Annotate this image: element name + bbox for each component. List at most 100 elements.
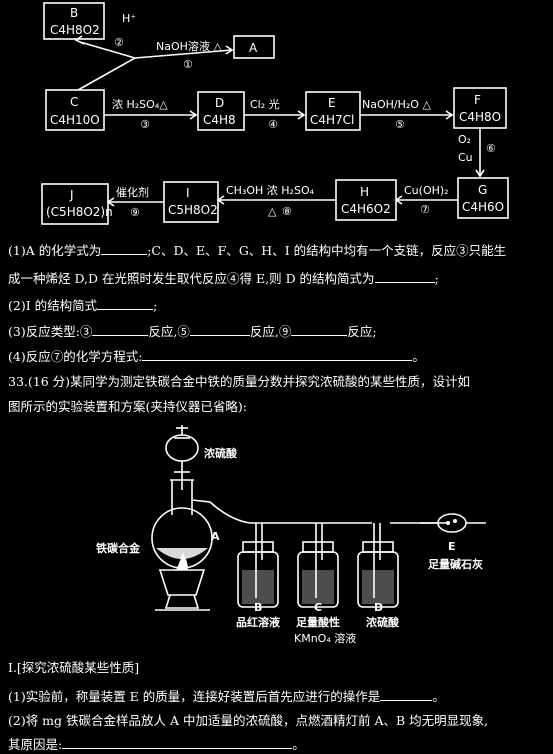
label-C: C — [70, 95, 78, 109]
flask-A-label: A — [211, 530, 220, 543]
part1-q2-line1: (2)将 mg 铁碳合金样品放人 A 中加适量的浓硫酸，点燃酒精灯前 A、B 均… — [8, 713, 488, 729]
answer-blank[interactable] — [380, 688, 433, 701]
answer-blank[interactable] — [189, 323, 250, 336]
bottle-D-desc: 浓硫酸 — [366, 616, 399, 629]
formula-B: C4H8O2 — [50, 23, 100, 37]
box-E — [305, 91, 361, 131]
q2-end: ; — [153, 298, 158, 313]
separatory-funnel — [165, 434, 199, 462]
tube-E-label: E — [448, 540, 456, 553]
svg-text:△: △ — [268, 205, 277, 218]
question-3: (3)反应类型:③ 反应,⑤ 反应,⑨ 反应; — [8, 323, 377, 340]
bottle-C-desc2: KMnO₄ 溶液 — [294, 632, 357, 645]
r2-num: ② — [114, 36, 124, 49]
part1-heading-text: Ⅰ.[探究浓硫酸某些性质] — [8, 660, 140, 675]
formula-G: C4H6O — [462, 200, 504, 214]
formula-D: C4H8 — [203, 113, 236, 127]
bottle-C-desc: 足量酸性 — [296, 616, 340, 629]
problem-33-line2: 图所示的实验装置和方案(夹持仪器已省略): — [8, 399, 247, 415]
r5-num: ⑤ — [395, 118, 405, 131]
question-1-line1: (1)A 的化学式为 ;C、D、E、F、G、H、I 的结构中均有一个支链，反应③只… — [8, 242, 506, 259]
part1-q2-line2: 其原因是: 。 — [8, 736, 305, 753]
label-I: I — [186, 186, 190, 200]
answer-blank[interactable] — [142, 348, 413, 361]
tube-E-desc: 足量碱石灰 — [428, 558, 483, 571]
box-C — [45, 89, 105, 131]
bottle-C-label: C — [314, 601, 323, 614]
s2-b: 其原因是: — [8, 737, 63, 752]
r8-reagent: CH₃OH 浓 H₂SO₄ — [226, 184, 315, 197]
acid-label: 浓硫酸 — [204, 447, 237, 460]
answer-blank[interactable] — [291, 323, 348, 336]
answer-blank[interactable] — [101, 242, 148, 255]
r8-num: ⑧ — [282, 205, 292, 218]
s2-end: 。 — [292, 737, 305, 752]
label-B: B — [70, 6, 78, 20]
label-D: D — [215, 96, 224, 110]
r4-num: ④ — [268, 118, 278, 131]
part1-q1: (1)实验前，称量装置 E 的质量，连接好装置后首先应进行的操作是 。 — [8, 688, 445, 705]
part1-heading: Ⅰ.[探究浓硫酸某些性质] — [8, 660, 139, 676]
formula-I: C5H8O2 — [168, 203, 218, 217]
label-F: F — [474, 93, 481, 107]
bottle-B-label: B — [254, 601, 263, 614]
alloy-label: 铁碳合金 — [96, 542, 140, 555]
s1: (1)实验前，称量装置 E 的质量，连接好装置后首先应进行的操作是 — [8, 689, 381, 704]
q1-end: ; — [434, 271, 439, 286]
answer-blank[interactable] — [97, 297, 154, 310]
reaction-scheme: B C4H8O2 A C C4H10O H⁺ ② NaOH溶液 △ ① 浓 H₂… — [41, 2, 509, 225]
problem-33-line1: 33.(16 分)某同学为测定铁碳合金中铁的质量分数并探究浓硫酸的某些性质，设计… — [8, 374, 470, 390]
q3-d: 反应; — [347, 324, 377, 339]
q2: (2)I 的结构简式 — [8, 298, 98, 313]
r1-num: ① — [183, 58, 193, 71]
label-E: E — [328, 96, 336, 110]
q3-b: 反应,⑤ — [148, 324, 190, 339]
r9-reagent: 催化剂 — [116, 185, 149, 199]
bottle-B-desc: 品红溶液 — [236, 616, 280, 629]
formula-J: (C5H8O2)n — [46, 205, 113, 219]
answer-blank[interactable] — [62, 736, 293, 749]
formula-H: C4H6O2 — [341, 202, 391, 216]
r3-num: ③ — [140, 118, 150, 131]
bottle-B — [237, 523, 279, 608]
bottle-D — [357, 523, 399, 608]
s1-end: 。 — [432, 689, 445, 704]
question-1-line2: 成一种烯烃 D,D 在光照时发生取代反应④得 E,则 D 的结构简式为; — [8, 270, 439, 287]
answer-blank[interactable] — [92, 323, 149, 336]
q1-b: ;C、D、E、F、G、H、I 的结构中均有一个支链，反应③只能生 — [147, 243, 507, 258]
r6-reagent-bot: Cu — [458, 151, 473, 164]
q4-end: 。 — [412, 349, 425, 364]
label-A: A — [249, 41, 258, 55]
apparatus-diagram — [151, 425, 486, 611]
r9-num: ⑨ — [130, 206, 140, 219]
r3-reagent: 浓 H₂SO₄△ — [112, 98, 168, 111]
formula-E: C4H7Cl — [310, 113, 354, 127]
r1-reagent: NaOH溶液 △ — [156, 39, 222, 53]
question-2: (2)I 的结构简式; — [8, 297, 157, 314]
q3-c: 反应,⑨ — [249, 324, 292, 339]
bottle-C — [297, 523, 339, 608]
box-J — [41, 183, 109, 225]
s2-a: (2)将 mg 铁碳合金样品放人 A 中加适量的浓硫酸，点燃酒精灯前 A、B 均… — [8, 713, 489, 728]
r7-reagent: Cu(OH)₂ — [404, 184, 449, 197]
box-A — [233, 35, 275, 59]
formula-F: C4H8O — [459, 110, 501, 124]
label-G: G — [478, 183, 487, 197]
r4-reagent: Cl₂ 光 — [250, 97, 280, 111]
q3-a: (3)反应类型:③ — [8, 324, 93, 339]
q4: (4)反应⑦的化学方程式: — [8, 349, 143, 364]
p33-a: 33.(16 分)某同学为测定铁碳合金中铁的质量分数并探究浓硫酸的某些性质，设计… — [8, 374, 471, 389]
drying-tube-E — [420, 513, 486, 533]
question-4: (4)反应⑦的化学方程式: 。 — [8, 348, 425, 365]
label-J: J — [69, 188, 74, 202]
r7-num: ⑦ — [420, 203, 430, 216]
q1-a: (1)A 的化学式为 — [8, 243, 102, 258]
box-G — [457, 177, 509, 219]
q1-c: 成一种烯烃 D,D 在光照时发生取代反应④得 E,则 D 的结构简式为 — [8, 271, 375, 286]
r6-num: ⑥ — [486, 142, 496, 155]
r5-reagent: NaOH/H₂O △ — [362, 98, 431, 111]
box-B — [43, 2, 105, 40]
answer-blank[interactable] — [374, 270, 435, 283]
label-H: H — [360, 185, 369, 199]
